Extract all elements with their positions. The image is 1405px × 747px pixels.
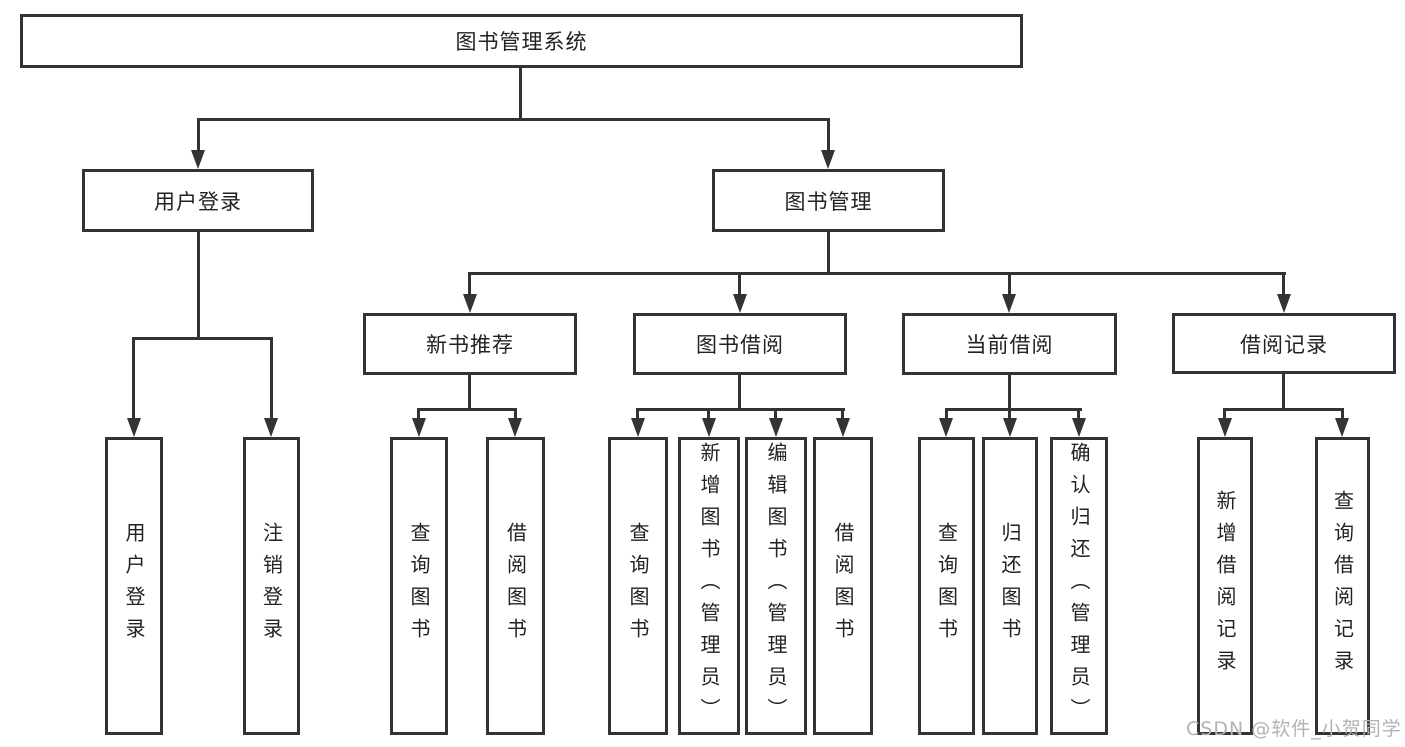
connector-drop-current-borrow xyxy=(1008,272,1011,295)
connector-mgmt-bar xyxy=(469,272,1286,275)
connector-drop-user-login xyxy=(197,118,200,151)
leaf-confirm-return-admin: 确认归还（管理员） xyxy=(1050,437,1108,735)
leaf-query-books-borrow: 查询图书 xyxy=(608,437,668,735)
leaf-label: 查询图书 xyxy=(626,522,650,650)
connector-drop xyxy=(707,408,710,419)
leaf-user-login: 用户登录 xyxy=(105,437,163,735)
leaf-label: 新增图书（管理员） xyxy=(697,442,721,730)
connector-drop-new-book xyxy=(468,272,471,295)
arrowhead xyxy=(264,418,278,437)
arrowhead xyxy=(127,418,141,437)
leaf-label: 归还图书 xyxy=(998,522,1022,650)
arrowhead xyxy=(733,294,747,313)
leaf-add-books-admin: 新增图书（管理员） xyxy=(678,437,740,735)
arrowhead xyxy=(702,418,716,437)
arrowhead xyxy=(1335,418,1349,437)
arrowhead xyxy=(836,418,850,437)
node-label: 图书管理系统 xyxy=(455,30,588,54)
arrowhead xyxy=(939,418,953,437)
leaf-label: 注销登录 xyxy=(259,522,284,650)
connector-user-trunk xyxy=(197,232,200,337)
connector-drop xyxy=(1223,408,1226,419)
leaf-label: 用户登录 xyxy=(122,522,146,650)
connector-drop-leaf-login xyxy=(132,337,135,419)
leaf-label: 借阅图书 xyxy=(503,522,528,650)
connector-bb-trunk xyxy=(738,375,741,408)
node-label: 图书借阅 xyxy=(696,333,784,357)
leaf-label: 确认归还（管理员） xyxy=(1067,442,1091,730)
watermark-text: CSDN @软件_小贺同学 xyxy=(1186,718,1402,740)
leaf-label: 编辑图书（管理员） xyxy=(764,442,788,730)
leaf-add-borrow-record: 新增借阅记录 xyxy=(1197,437,1253,735)
node-label: 当前借阅 xyxy=(965,333,1054,357)
connector-drop xyxy=(417,408,420,419)
arrowhead xyxy=(821,150,835,169)
node-book-management: 图书管理 xyxy=(712,169,945,232)
arrowhead xyxy=(508,418,522,437)
node-user-login: 用户登录 xyxy=(82,169,314,232)
connector-drop xyxy=(841,408,844,419)
leaf-label: 查询图书 xyxy=(407,522,431,650)
node-book-borrow: 图书借阅 xyxy=(633,313,847,375)
leaf-label: 查询借阅记录 xyxy=(1330,490,1355,682)
arrowhead xyxy=(1218,418,1232,437)
connector-drop-borrow-records xyxy=(1282,272,1285,295)
leaf-logout: 注销登录 xyxy=(243,437,300,735)
connector-br-bar xyxy=(1223,408,1344,411)
arrowhead xyxy=(463,294,477,313)
connector-root-trunk xyxy=(519,68,522,118)
leaf-return-books: 归还图书 xyxy=(982,437,1038,735)
connector-nbr-bar xyxy=(417,408,517,411)
connector-drop xyxy=(1341,408,1344,419)
node-label: 用户登录 xyxy=(154,189,242,214)
connector-drop xyxy=(636,408,639,419)
connector-drop xyxy=(774,408,777,419)
node-label: 新书推荐 xyxy=(426,333,514,357)
arrowhead xyxy=(769,418,783,437)
connector-drop xyxy=(1008,408,1011,419)
leaf-edit-books-admin: 编辑图书（管理员） xyxy=(745,437,807,735)
connector-drop xyxy=(945,408,948,419)
node-label: 借阅记录 xyxy=(1240,332,1328,357)
arrowhead xyxy=(412,418,426,437)
connector-br-trunk xyxy=(1282,374,1285,408)
connector-drop-leaf-logout xyxy=(270,337,273,419)
node-current-borrow: 当前借阅 xyxy=(902,313,1117,375)
node-borrow-records: 借阅记录 xyxy=(1172,313,1396,374)
connector-nbr-trunk xyxy=(468,375,471,408)
arrowhead xyxy=(1002,294,1016,313)
connector-drop-book-borrow xyxy=(738,272,741,295)
arrowhead xyxy=(1072,418,1086,437)
connector-cb-bar xyxy=(945,408,1082,411)
connector-root-bar xyxy=(197,118,830,121)
leaf-query-borrow-record: 查询借阅记录 xyxy=(1315,437,1370,735)
leaf-query-books-current: 查询图书 xyxy=(918,437,975,735)
connector-drop xyxy=(514,408,517,419)
connector-drop-book-management xyxy=(827,118,830,151)
connector-drop xyxy=(1077,408,1080,419)
node-new-book-recommend: 新书推荐 xyxy=(363,313,577,375)
arrowhead xyxy=(631,418,645,437)
connector-cb-trunk xyxy=(1008,375,1011,408)
connector-user-bar xyxy=(132,337,273,340)
arrowhead xyxy=(191,150,205,169)
node-root: 图书管理系统 xyxy=(20,14,1023,68)
leaf-query-books-recommend: 查询图书 xyxy=(390,437,448,735)
leaf-borrow-books-recommend: 借阅图书 xyxy=(486,437,545,735)
leaf-label: 查询图书 xyxy=(934,522,959,650)
arrowhead xyxy=(1277,294,1291,313)
leaf-borrow-books: 借阅图书 xyxy=(813,437,873,735)
connector-mgmt-trunk xyxy=(827,232,830,272)
connector-bb-bar xyxy=(636,408,845,411)
node-label: 图书管理 xyxy=(784,189,873,214)
leaf-label: 借阅图书 xyxy=(831,522,855,650)
arrowhead xyxy=(1003,418,1017,437)
leaf-label: 新增借阅记录 xyxy=(1213,490,1237,682)
